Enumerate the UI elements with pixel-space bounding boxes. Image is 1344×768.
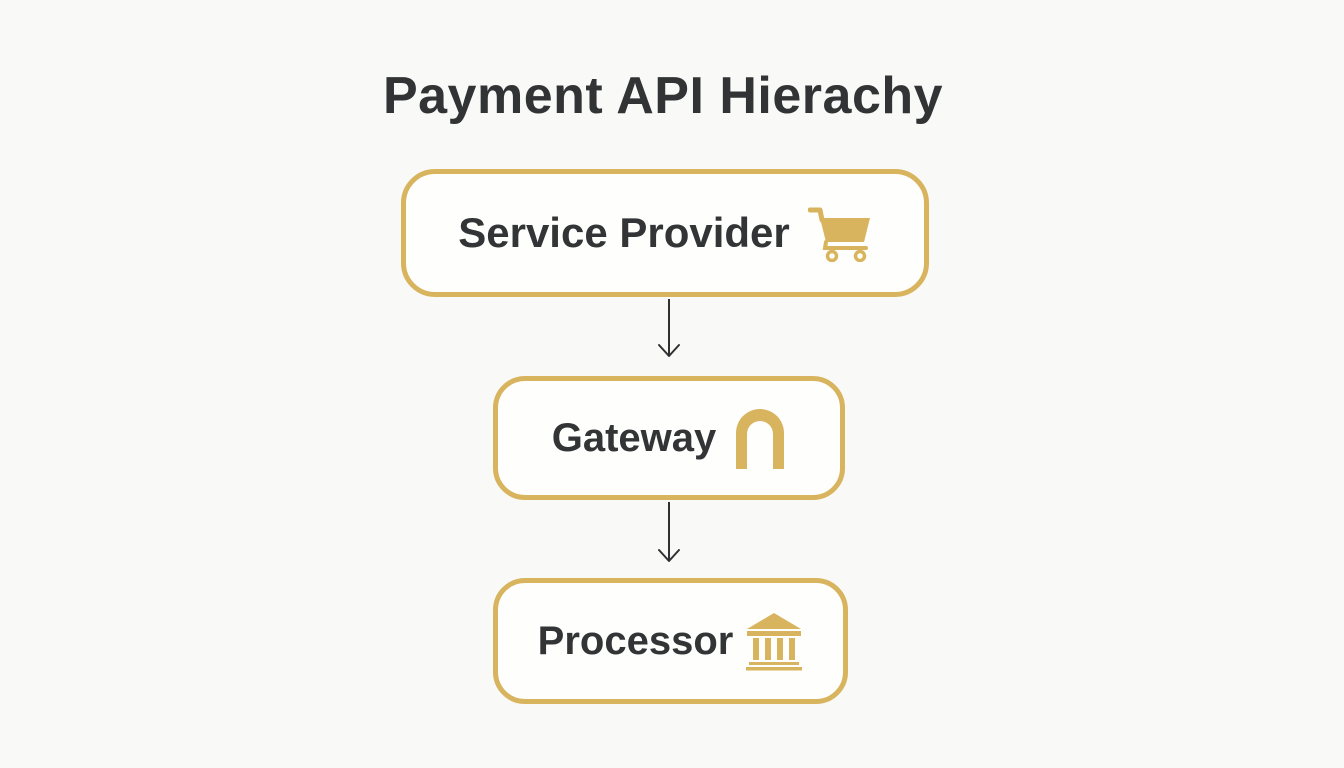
edge-gateway-to-processor	[658, 502, 680, 562]
shopping-cart-icon	[807, 204, 872, 262]
node-gateway: Gateway	[493, 376, 845, 500]
node-label-processor: Processor	[537, 618, 734, 663]
diagram-title: Payment API Hierachy	[382, 67, 944, 125]
node-label-service-provider: Service Provider	[458, 209, 790, 256]
node-label-gateway: Gateway	[551, 415, 717, 460]
gateway-arch-icon	[734, 407, 786, 469]
node-service-provider: Service Provider	[401, 169, 929, 297]
edge-service-provider-to-gateway	[658, 299, 680, 357]
bank-building-icon	[745, 611, 803, 671]
node-processor: Processor	[493, 578, 848, 704]
